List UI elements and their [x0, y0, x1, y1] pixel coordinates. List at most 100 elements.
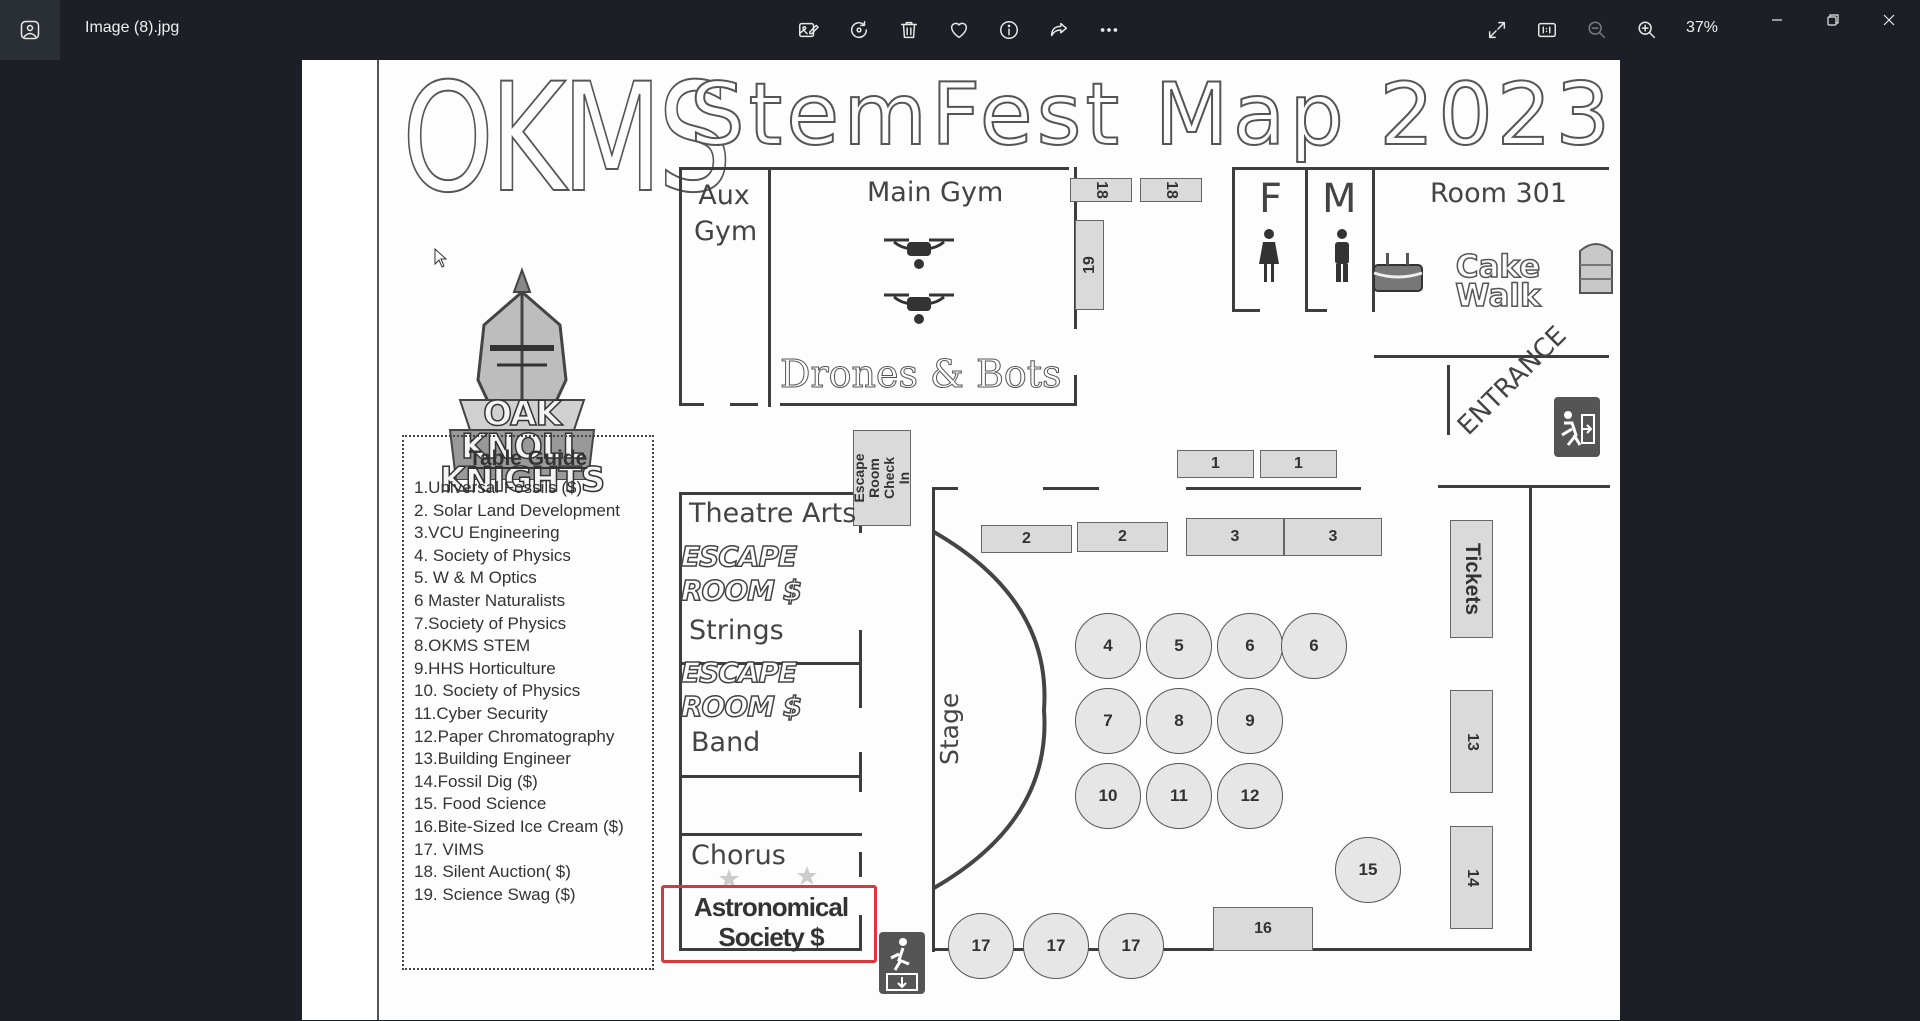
star-icon: [719, 869, 739, 888]
actual-size-button[interactable]: [1531, 14, 1563, 46]
table-6[interactable]: 6: [1281, 613, 1347, 679]
drone-icon: [884, 238, 954, 269]
delete-button[interactable]: [893, 14, 925, 46]
guide-item: 2. Solar Land Development: [414, 500, 621, 520]
table-19[interactable]: 19: [1075, 220, 1104, 310]
accessible-stairs-icon: [886, 938, 918, 991]
guide-item: 4. Society of Physics: [414, 545, 571, 565]
table-11[interactable]: 11: [1146, 763, 1212, 829]
table-13[interactable]: 13: [1450, 690, 1493, 793]
table-5[interactable]: 5: [1146, 613, 1212, 679]
photos-app-icon: [20, 20, 40, 40]
table-3[interactable]: 3: [1284, 518, 1382, 556]
table-18[interactable]: 18: [1140, 178, 1202, 202]
guide-item: 9.HHS Horticulture: [414, 658, 556, 678]
table-12[interactable]: 12: [1217, 763, 1283, 829]
tickets-table[interactable]: Tickets: [1450, 520, 1493, 638]
table-14[interactable]: 14: [1450, 826, 1493, 929]
escape-room-1[interactable]: ESCAPE ROOM $: [680, 539, 803, 608]
edit-image-button[interactable]: [792, 14, 824, 46]
table-17[interactable]: 17: [1098, 913, 1164, 979]
favorite-button[interactable]: [943, 14, 975, 46]
zoom-in-icon: [1638, 21, 1656, 39]
chorus-label: Chorus: [691, 840, 786, 871]
mouse-cursor-icon: [434, 248, 448, 268]
share-icon: [1050, 22, 1068, 37]
table-17[interactable]: 17: [948, 913, 1014, 979]
close-icon: [1883, 14, 1895, 26]
stage-shape: [933, 530, 1047, 890]
more-icon: [1100, 28, 1118, 32]
guide-item: 1.Universal Fossils ($): [414, 478, 583, 497]
guide-item: 7.Society of Physics: [414, 613, 567, 633]
table-2[interactable]: 2: [981, 525, 1072, 553]
edit-image-icon: [799, 22, 819, 38]
table-4[interactable]: 4: [1075, 613, 1141, 679]
app-icon[interactable]: [0, 0, 60, 60]
table-17[interactable]: 17: [1023, 913, 1089, 979]
guide-item: 3.VCU Engineering: [414, 523, 560, 543]
fullscreen-icon: [1488, 21, 1506, 39]
logo-text: OAK KNOLL KNIGHTS: [439, 394, 606, 500]
guide-item: 5. W & M Optics: [414, 568, 537, 588]
info-button[interactable]: [993, 14, 1025, 46]
restore-icon: [1827, 14, 1839, 26]
more-button[interactable]: [1093, 14, 1125, 46]
table-number: 19: [1080, 256, 1098, 274]
table-8[interactable]: 8: [1146, 688, 1212, 754]
zoom-out-icon: [1588, 21, 1606, 39]
escape-room-checkin[interactable]: Escape Room Check In: [851, 430, 912, 526]
table-guide-title: Table Guide: [468, 447, 588, 470]
delete-icon: [900, 21, 918, 39]
zoom-in-button[interactable]: [1631, 14, 1663, 46]
close-button[interactable]: [1866, 4, 1912, 36]
cake-icon: [1579, 243, 1613, 294]
table-1[interactable]: 1: [1260, 450, 1337, 478]
table-7[interactable]: 7: [1075, 688, 1141, 754]
selection-highlight[interactable]: [661, 885, 877, 963]
male-person-icon: [1335, 229, 1349, 282]
table-number: 18: [1162, 181, 1180, 199]
info-icon: [1000, 21, 1018, 39]
aux-gym-label: Aux Gym: [694, 180, 758, 247]
minimize-icon: [1772, 19, 1782, 21]
table-3[interactable]: 3: [1186, 518, 1284, 556]
cake-icon: [1373, 253, 1423, 292]
guide-item: 11.Cyber Security: [414, 703, 548, 723]
band-label: Band: [691, 727, 761, 758]
tickets-label: Tickets: [1460, 543, 1484, 615]
drone-icon: [884, 293, 954, 324]
zoom-out-button[interactable]: [1581, 14, 1613, 46]
map-title: StemFest Map 2023: [689, 65, 1615, 165]
table-16[interactable]: 16: [1213, 907, 1313, 951]
minimize-button[interactable]: [1754, 4, 1800, 36]
zoom-level[interactable]: 37%: [1686, 19, 1719, 36]
table-9[interactable]: 9: [1217, 688, 1283, 754]
table-number: 18: [1092, 181, 1110, 199]
share-button[interactable]: [1043, 14, 1075, 46]
fullscreen-button[interactable]: [1481, 14, 1513, 46]
table-1[interactable]: 1: [1177, 450, 1254, 478]
rotate-button[interactable]: [843, 14, 875, 46]
main-gym-label: Main Gym: [867, 177, 1004, 208]
accessibility-sign: [879, 932, 925, 994]
guide-item: 16.Bite-Sized Ice Cream ($): [414, 816, 624, 836]
image-canvas[interactable]: OKMS StemFest Map 2023 OAK KNOLL KNIGHTS…: [302, 60, 1620, 1020]
exit-icon: [1561, 411, 1595, 446]
table-6[interactable]: 6: [1217, 613, 1283, 679]
heart-icon: [950, 22, 968, 39]
table-18[interactable]: 18: [1070, 178, 1132, 202]
cake-walk-label: Cake Walk: [1455, 249, 1542, 314]
table-10[interactable]: 10: [1075, 763, 1141, 829]
guide-item: 17. VIMS: [414, 839, 484, 859]
restore-button[interactable]: [1810, 4, 1856, 36]
table-guide-list: 1.Universal Fossils ($) 2. Solar Land De…: [414, 477, 652, 906]
star-icon: [797, 866, 817, 885]
title-bar: Image (8).jpg: [0, 0, 1920, 60]
knight-helmet-icon: [448, 267, 596, 481]
actual-size-icon: [1538, 22, 1556, 38]
escape-room-2[interactable]: ESCAPE ROOM $: [680, 655, 803, 724]
table-15[interactable]: 15: [1335, 837, 1401, 903]
table-2[interactable]: 2: [1077, 522, 1168, 552]
